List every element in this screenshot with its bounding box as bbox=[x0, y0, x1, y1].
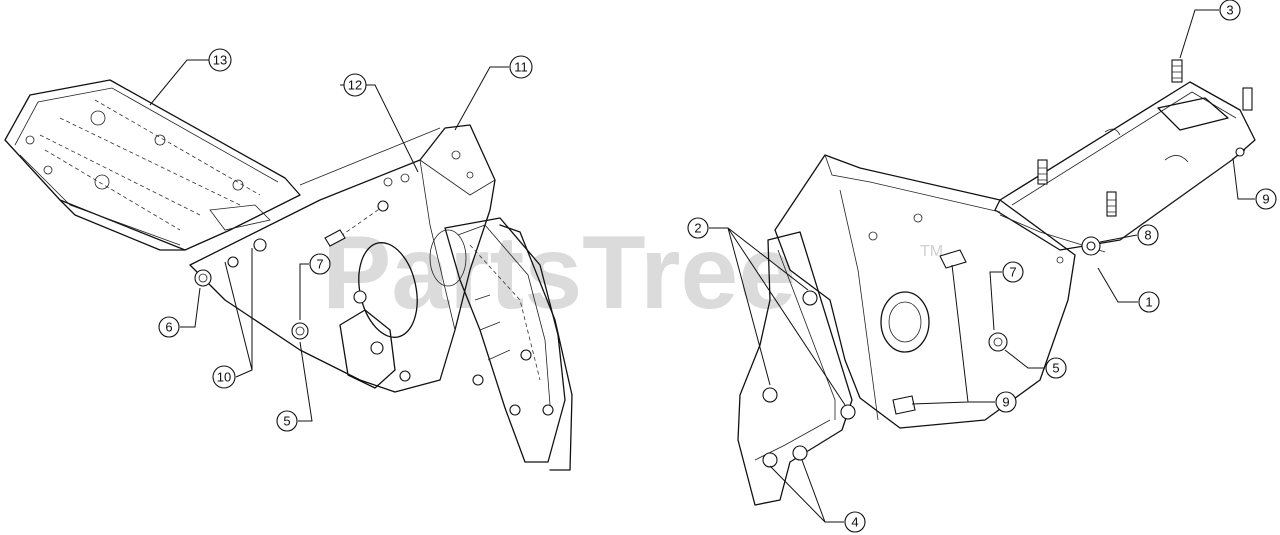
svg-text:3: 3 bbox=[1226, 3, 1233, 18]
footrest-plate bbox=[4, 79, 301, 251]
fender-plates bbox=[444, 217, 573, 471]
callout-left-6: 6 bbox=[158, 316, 180, 338]
lock-nut-5r bbox=[988, 332, 1008, 352]
svg-text:1: 1 bbox=[1145, 295, 1152, 310]
bolt-9a bbox=[939, 249, 967, 269]
nut-fender-c bbox=[542, 404, 554, 416]
bolt-4a bbox=[762, 452, 778, 468]
bracket-bolt bbox=[370, 341, 384, 355]
callout-left-5: 5 bbox=[276, 410, 298, 432]
hex-bolt-6 bbox=[194, 269, 212, 287]
lock-nut-5 bbox=[291, 322, 309, 340]
bolt-9b bbox=[892, 395, 916, 415]
svg-text:8: 8 bbox=[1144, 228, 1151, 243]
watermark-logo: PartsTree bbox=[322, 215, 796, 331]
carriage-bolt bbox=[324, 229, 346, 247]
nut-top bbox=[377, 200, 389, 212]
callout-right-7: 7 bbox=[1002, 261, 1024, 283]
callout-right-3: 3 bbox=[1219, 0, 1241, 21]
watermark-trademark: TM bbox=[920, 243, 943, 260]
mounting-studs bbox=[1037, 59, 1253, 217]
svg-text:9: 9 bbox=[1002, 395, 1009, 410]
callout-right-9-bottom: 9 bbox=[995, 391, 1017, 413]
svg-text:10: 10 bbox=[217, 370, 231, 385]
nut-fender-a bbox=[520, 349, 532, 361]
bolt-2a bbox=[802, 290, 818, 306]
callout-right-5: 5 bbox=[1045, 357, 1067, 379]
nut-lower bbox=[399, 370, 411, 382]
callout-right-9-top: 9 bbox=[1255, 188, 1277, 210]
bolt-4b bbox=[792, 445, 808, 461]
nut-fender-d bbox=[472, 374, 484, 386]
callout-right-8: 8 bbox=[1137, 224, 1159, 246]
svg-text:5: 5 bbox=[1052, 361, 1059, 376]
svg-text:4: 4 bbox=[851, 515, 858, 530]
left-leader-lines bbox=[149, 59, 509, 422]
bolt-2c bbox=[840, 404, 856, 420]
callout-right-2: 2 bbox=[687, 217, 709, 239]
bolt-2b bbox=[762, 387, 778, 403]
callout-left-7: 7 bbox=[309, 253, 331, 275]
svg-text:7: 7 bbox=[1009, 265, 1016, 280]
nut-mid bbox=[353, 290, 367, 304]
right-leader-lines bbox=[709, 9, 1255, 523]
right-side-frame bbox=[774, 154, 1076, 429]
right-frame-assembly bbox=[737, 59, 1256, 506]
washer-10a bbox=[227, 256, 239, 268]
callout-right-4: 4 bbox=[844, 511, 866, 533]
callout-left-13: 13 bbox=[208, 48, 232, 72]
callout-left-11: 11 bbox=[509, 55, 533, 79]
svg-text:12: 12 bbox=[348, 78, 362, 93]
svg-text:6: 6 bbox=[165, 320, 172, 335]
svg-text:7: 7 bbox=[316, 257, 323, 272]
callout-left-12: 12 bbox=[343, 73, 367, 97]
callout-right-1: 1 bbox=[1138, 291, 1160, 313]
left-frame-assembly bbox=[4, 79, 573, 471]
svg-text:2: 2 bbox=[694, 221, 701, 236]
svg-text:9: 9 bbox=[1262, 192, 1269, 207]
svg-text:11: 11 bbox=[514, 60, 528, 75]
mounting-plate bbox=[994, 81, 1256, 253]
nut-fender-b bbox=[509, 404, 521, 416]
callout-left-10: 10 bbox=[212, 365, 236, 389]
svg-text:13: 13 bbox=[213, 53, 227, 68]
washer-10b bbox=[253, 238, 267, 252]
svg-text:5: 5 bbox=[283, 414, 290, 429]
bolt-9-top bbox=[1235, 147, 1245, 157]
center-bracket bbox=[339, 309, 396, 389]
